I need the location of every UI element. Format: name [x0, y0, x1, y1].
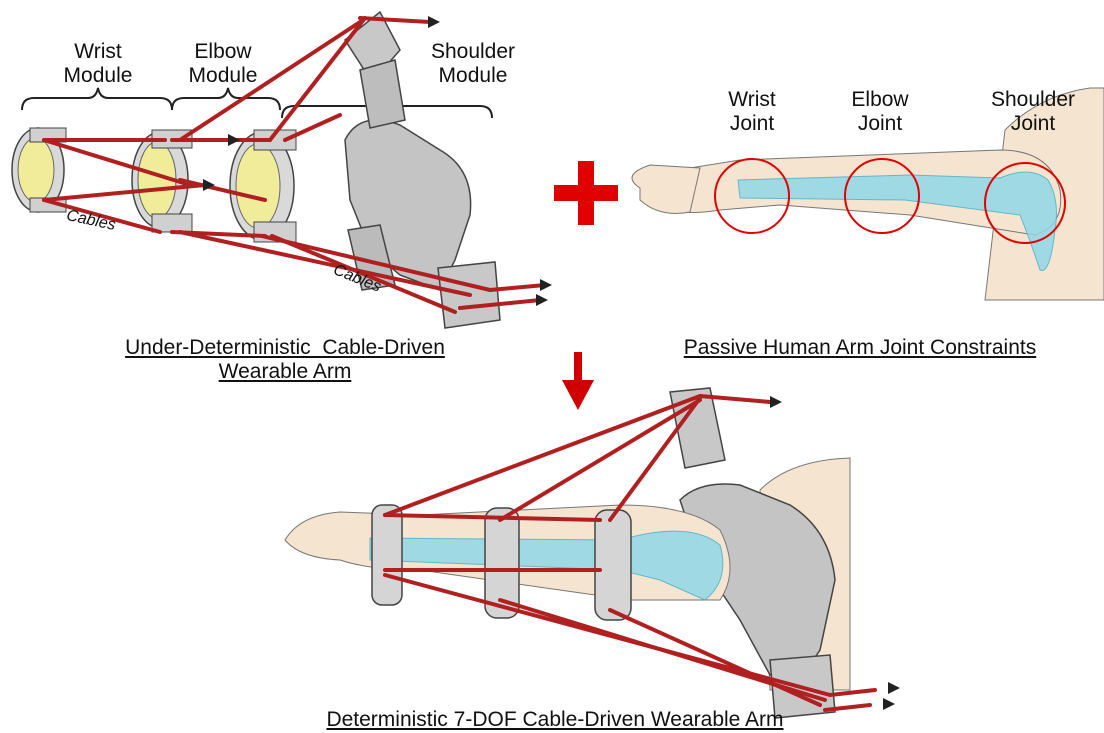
wrist-module-label-line1: Wrist: [58, 40, 138, 64]
wrist-joint-label: Wrist Joint: [712, 88, 792, 136]
down-arrow: [562, 352, 594, 410]
wrist-joint-label-line2: Joint: [712, 112, 792, 136]
shoulder-joint-label: Shoulder Joint: [978, 88, 1088, 136]
shoulder-joint-label-line1: Shoulder: [978, 88, 1088, 112]
under-deterministic-caption: Under-Deterministic Cable-Driven Wearabl…: [60, 336, 510, 384]
wrist-module-label-line2: Module: [58, 64, 138, 88]
shoulder-module-label: Shoulder Module: [418, 40, 528, 88]
deterministic-caption: Deterministic 7-DOF Cable-Driven Wearabl…: [250, 708, 860, 732]
deterministic-arm-illustration: [285, 388, 900, 718]
elbow-joint-label-line1: Elbow: [840, 88, 920, 112]
passive-constraints-caption: Passive Human Arm Joint Constraints: [630, 336, 1090, 360]
elbow-joint-label: Elbow Joint: [840, 88, 920, 136]
shoulder-frame-post: [360, 60, 405, 128]
under-deterministic-caption-line1: Under-Deterministic Cable-Driven: [60, 336, 510, 360]
under-deterministic-caption-line2: Wearable Arm: [60, 360, 510, 384]
hand: [632, 165, 700, 214]
elbow-module-label-line1: Elbow: [178, 40, 268, 64]
elbow-module-brace: [172, 88, 280, 110]
wrist-module-brace: [22, 88, 172, 110]
shoulder-joint-label-line2: Joint: [978, 112, 1088, 136]
elbow-joint-label-line2: Joint: [840, 112, 920, 136]
elbow-module-label: Elbow Module: [178, 40, 268, 88]
wrist-joint-label-line1: Wrist: [712, 88, 792, 112]
wrist-module-label: Wrist Module: [58, 40, 138, 88]
elbow-module-label-line2: Module: [178, 64, 268, 88]
plus-sign: [554, 161, 618, 225]
shoulder-module-label-line1: Shoulder: [418, 40, 528, 64]
shoulder-module-label-line2: Module: [418, 64, 528, 88]
upper-ring: [230, 130, 296, 242]
